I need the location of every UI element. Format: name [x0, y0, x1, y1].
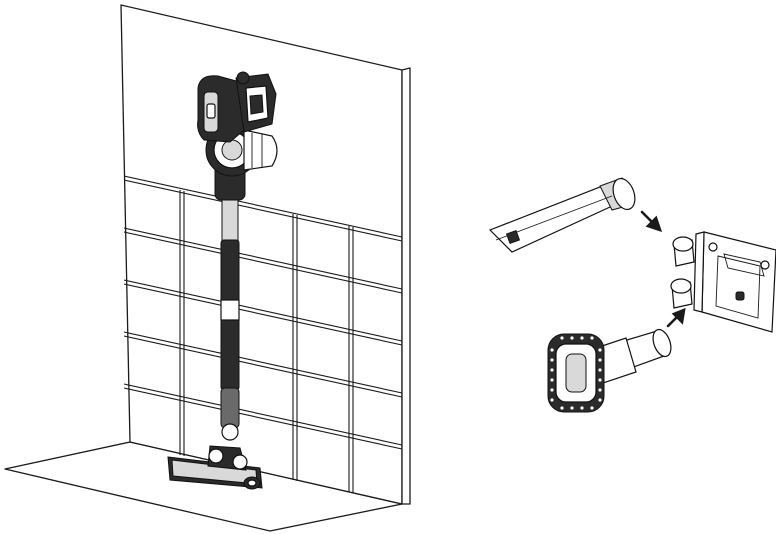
bracket-post-upper [673, 237, 694, 266]
bracket-post-lower [671, 279, 692, 308]
arrow-down-right-icon [642, 212, 660, 230]
crevice-tool [490, 176, 639, 252]
arrow-up-right-icon [668, 310, 684, 326]
dusting-brush-tool [548, 327, 674, 412]
insert-direction-arrows [642, 212, 684, 326]
wall-mount-bracket [671, 232, 776, 332]
